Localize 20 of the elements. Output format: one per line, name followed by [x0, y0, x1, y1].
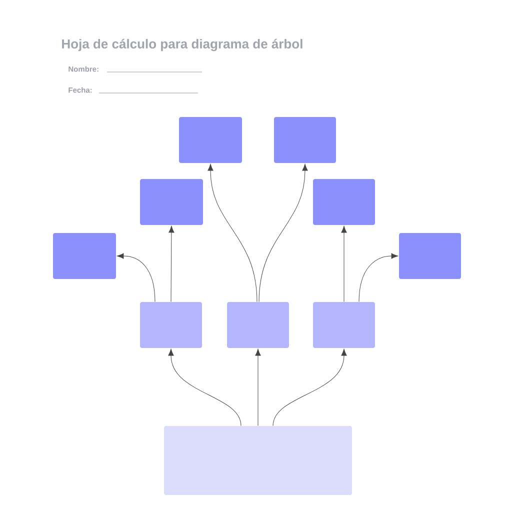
arrow — [272, 348, 347, 426]
title: Hoja de cálculo para diagrama de árbol — [62, 38, 302, 52]
empty-box — [399, 233, 461, 279]
empty-box — [140, 302, 202, 348]
arrow — [168, 348, 242, 426]
empty-box — [313, 302, 375, 348]
arrow — [116, 253, 156, 302]
empty-box — [164, 426, 352, 495]
arrow — [341, 226, 347, 302]
empty-box — [227, 302, 289, 348]
empty-box — [313, 179, 375, 225]
arrow — [255, 348, 261, 426]
empty-box — [274, 117, 336, 163]
arrow — [208, 164, 258, 302]
arrow — [258, 164, 308, 302]
empty-box — [53, 233, 116, 279]
arrow — [168, 226, 174, 302]
empty-box — [140, 179, 203, 225]
arrow — [358, 253, 398, 302]
empty-box — [179, 117, 242, 163]
